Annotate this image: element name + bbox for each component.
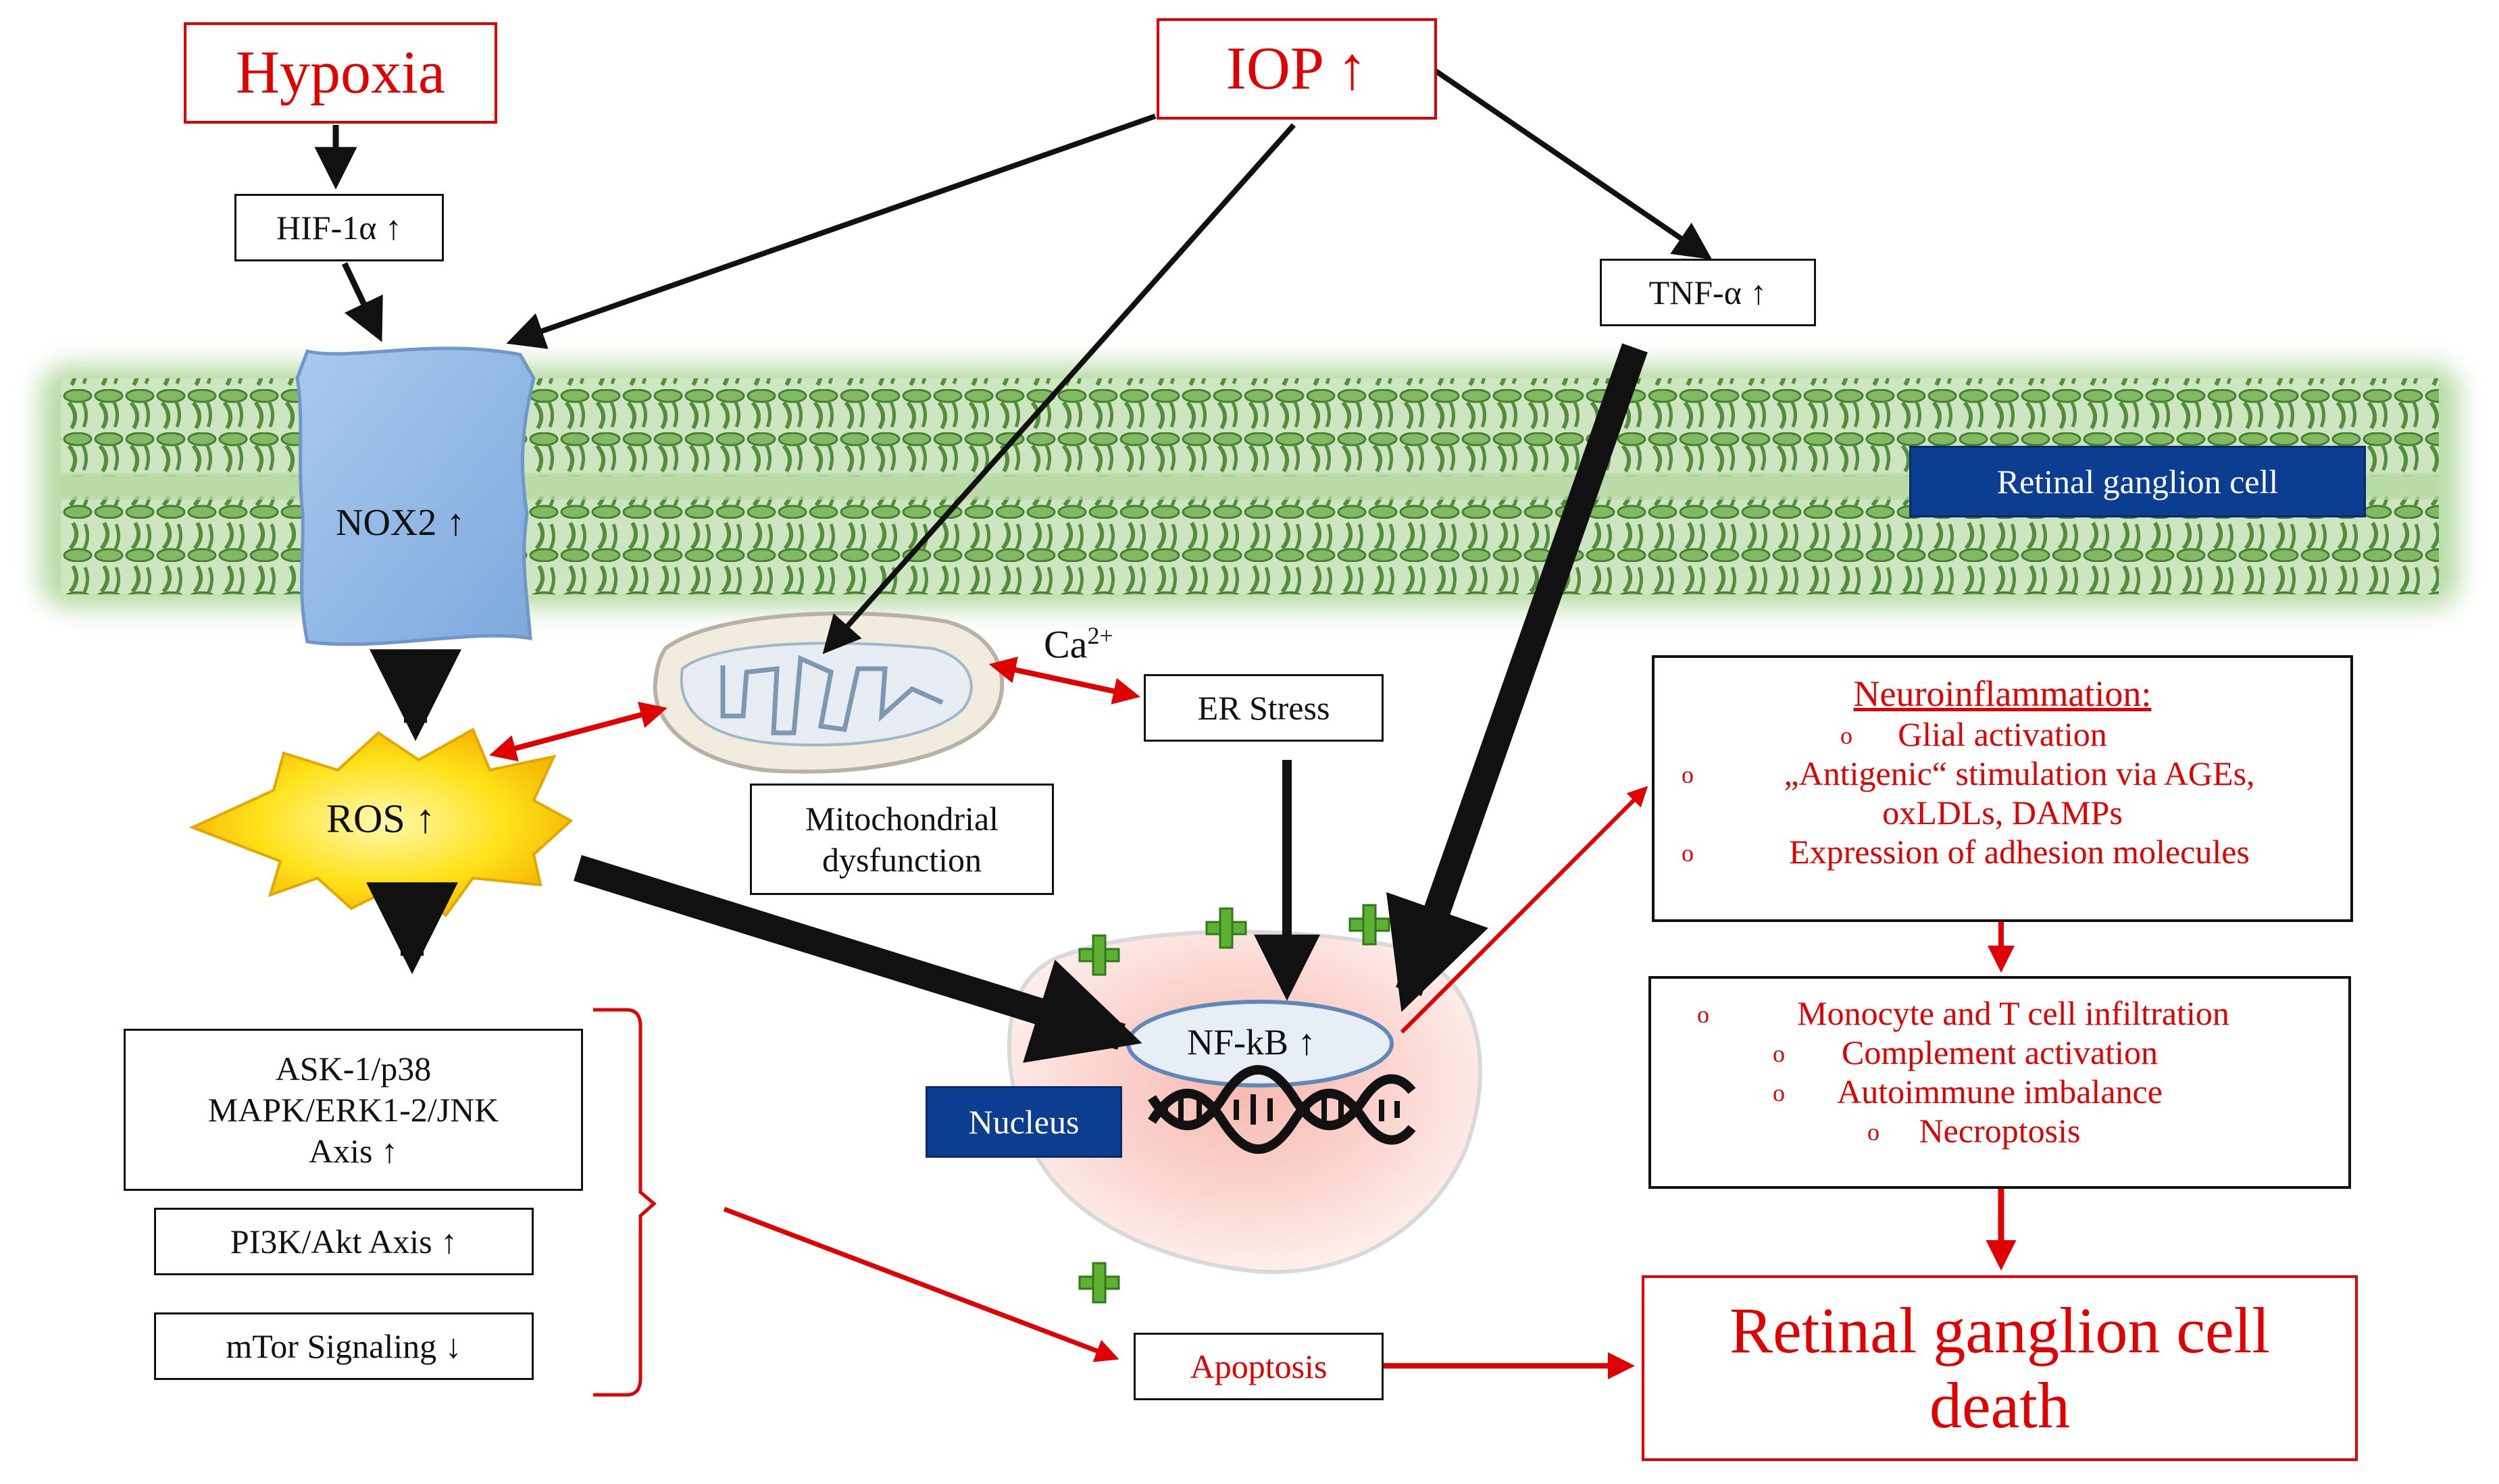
- list-item: o Glial activation: [1655, 715, 2350, 754]
- apoptosis-label: Apoptosis: [1190, 1347, 1328, 1385]
- rgc-death-line1: Retinal ganglion cell: [1730, 1294, 2270, 1367]
- bullet: o: [1773, 1040, 1785, 1067]
- mapk-line2: MAPK/ERK1-2/JNK: [207, 1090, 499, 1129]
- mito-label-line2: dysfunction: [822, 840, 982, 879]
- pi3k-label: PI3K/Akt Axis ↑: [230, 1222, 458, 1260]
- nox2-label: NOX2 ↑: [336, 502, 465, 544]
- neuroinflammation-box: Neuroinflammation: o Glial activation o …: [1652, 655, 2353, 922]
- list-item-text: Autoimmune imbalance: [1837, 1073, 2163, 1110]
- tnf-box: TNF-α ↑: [1600, 259, 1816, 326]
- calcium-label: Ca2+: [1044, 621, 1113, 667]
- black-arrows: [314, 68, 1713, 1063]
- rgc-label-bar: Retinal ganglion cell: [1909, 446, 2366, 517]
- hif-label: HIF-1α ↑: [276, 208, 402, 247]
- nucleus-label-bar: Nucleus: [926, 1086, 1122, 1158]
- mtor-box: mTor Signaling ↓: [154, 1312, 534, 1380]
- hypoxia-box: Hypoxia: [184, 22, 497, 124]
- red-arrows: [489, 657, 2017, 1397]
- bullet: o: [1682, 840, 1694, 867]
- er-stress-box: ER Stress: [1144, 674, 1384, 742]
- list-item-text: „Antigenic“ stimulation via AGEs,: [1784, 754, 2255, 792]
- list-item-text: Monocyte and T cell infiltration: [1797, 994, 2229, 1032]
- ros-label: ROS ↑: [326, 796, 436, 841]
- bullet: o: [1697, 1001, 1709, 1028]
- plus-icon: [1205, 907, 1247, 949]
- hif-box: HIF-1α ↑: [234, 194, 444, 261]
- list-item: o Complement activation: [1651, 1033, 2348, 1072]
- arrow-ros-nfkb: [574, 854, 1142, 1063]
- rgc-death-box: Retinal ganglion cell death: [1642, 1275, 2358, 1461]
- er-stress-label: ER Stress: [1197, 688, 1330, 727]
- tnf-label: TNF-α ↑: [1648, 273, 1767, 311]
- bullet: o: [1867, 1119, 1879, 1146]
- arrow-iop-mito: [822, 123, 1296, 655]
- calcium-text: Ca: [1044, 622, 1088, 667]
- rgc-death-line2: death: [1929, 1368, 2070, 1441]
- apoptosis-box: Apoptosis: [1134, 1333, 1384, 1400]
- list-item: o „Antigenic“ stimulation via AGEs,: [1655, 754, 2350, 793]
- list-item: o Necroptosis: [1651, 1111, 2348, 1150]
- arrow-nfkb-neuro: [1400, 786, 1648, 1034]
- rgc-label: Retinal ganglion cell: [1996, 463, 2279, 501]
- plus-signs: [1078, 904, 1390, 1304]
- calcium-charge: 2+: [1087, 622, 1113, 649]
- arrow-iop-nox2: [506, 113, 1157, 349]
- list-item: o Autoimmune imbalance: [1651, 1072, 2348, 1111]
- list-item: o Monocyte and T cell infiltration: [1651, 994, 2348, 1033]
- infiltration-box: o Monocyte and T cell infiltration o Com…: [1648, 976, 2351, 1189]
- list-item-text: Complement activation: [1842, 1033, 2158, 1071]
- bullet: o: [1773, 1079, 1785, 1106]
- list-item-text: Necroptosis: [1919, 1112, 2081, 1150]
- plus-icon: [1348, 904, 1390, 946]
- plus-icon: [1078, 934, 1120, 976]
- plus-icon: [1078, 1262, 1120, 1304]
- iop-box: IOP ↑: [1157, 18, 1437, 120]
- nfkb-label: NF-kB ↑: [1187, 1022, 1316, 1063]
- neuroinflammation-title: Neuroinflammation:: [1853, 673, 2152, 714]
- arrow-mito-er: [988, 657, 1140, 705]
- dna-icon: [1148, 1065, 1416, 1154]
- arrow-hif-nox2: [341, 262, 383, 342]
- pi3k-box: PI3K/Akt Axis ↑: [154, 1208, 534, 1275]
- list-item-text: Expression of adhesion molecules: [1789, 833, 2250, 871]
- bullet: o: [1682, 761, 1694, 788]
- mapk-line1: ASK-1/p38: [275, 1049, 432, 1088]
- arrow-ros-mito: [489, 701, 667, 762]
- mitochondrion-icon: [653, 611, 1005, 774]
- list-item: o Expression of adhesion molecules: [1655, 832, 2350, 871]
- mapk-box: ASK-1/p38 MAPK/ERK1-2/JNK Axis ↑: [124, 1029, 583, 1191]
- nox2-channel: [295, 347, 536, 646]
- bullet: o: [1840, 722, 1852, 749]
- nucleus-label: Nucleus: [968, 1103, 1080, 1141]
- arrow-iop-tnf: [1434, 68, 1713, 260]
- arrow-bracket-apoptosis: [723, 1206, 1119, 1362]
- mapk-line3: Axis ↑: [309, 1131, 398, 1170]
- list-item-continuation: oxLDLs, DAMPs: [1882, 794, 2123, 831]
- bracket: [593, 1008, 657, 1397]
- mtor-label: mTor Signaling ↓: [226, 1327, 462, 1365]
- mito-label-line1: Mitochondrial: [805, 799, 999, 838]
- iop-label: IOP ↑: [1226, 35, 1368, 103]
- hypoxia-label: Hypoxia: [236, 39, 445, 107]
- ros-burst: [188, 727, 574, 917]
- mito-box: Mitochondrial dysfunction: [750, 784, 1054, 895]
- arrow-tnf-nfkb: [1386, 343, 1648, 1013]
- list-item-text: Glial activation: [1898, 715, 2107, 753]
